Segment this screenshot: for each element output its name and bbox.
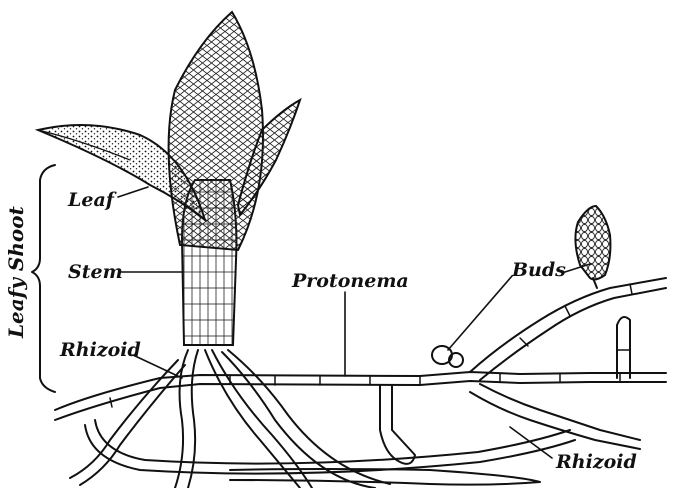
buds-label: Buds — [511, 259, 566, 281]
rhizoid-label-left: Rhizoid — [59, 339, 141, 361]
leaf-label: Leaf — [67, 189, 117, 211]
central-leaf — [169, 12, 263, 250]
leafy-shoot-label: Leafy Shoot — [4, 205, 28, 339]
rhizoid-label-right: Rhizoid — [555, 451, 637, 473]
rhizoid-roots — [70, 350, 390, 488]
bud-cluster — [575, 206, 610, 288]
protonema-label: Protonema — [291, 270, 409, 292]
stem-label: Stem — [68, 261, 123, 283]
leafy-shoot-brace — [32, 165, 55, 392]
